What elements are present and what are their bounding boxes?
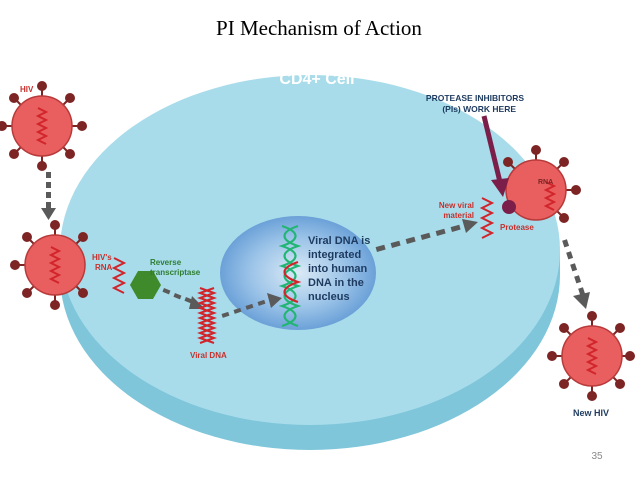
- viral-dna-label: Viral DNA: [190, 351, 227, 360]
- arrow-nucleus-to-material: [375, 219, 478, 252]
- svg-text:Viral DNA is: Viral DNA is: [308, 235, 370, 247]
- hiv-label: HIV: [20, 85, 34, 94]
- new-hiv-virus: [547, 311, 635, 401]
- svg-text:transcriptase: transcriptase: [150, 268, 201, 277]
- svg-text:integrated: integrated: [308, 249, 361, 261]
- hiv-rna-label: HIV's RNA: [92, 253, 113, 272]
- hiv-virus-top: [0, 81, 87, 171]
- reverse-transcriptase-label: Reverse transcriptase: [150, 258, 201, 277]
- hiv-virus-docking: [10, 220, 88, 310]
- rna-label: RNA: [538, 179, 553, 186]
- protease-enzyme: [502, 200, 516, 214]
- new-hiv-label: New HIV: [573, 408, 609, 418]
- cell-membrane-overlap: [506, 208, 540, 236]
- hiv-rna-strand: [111, 257, 127, 294]
- integrated-dna-helix: [278, 224, 302, 328]
- svg-text:RNA: RNA: [95, 263, 113, 272]
- reverse-transcriptase-enzyme: [130, 271, 161, 299]
- arrow-bud-to-new-hiv: [562, 239, 590, 309]
- protease-label: Protease: [500, 223, 534, 232]
- cell-label: CD4+ Cell: [279, 71, 354, 88]
- page-number: 35: [591, 451, 603, 462]
- viral-dna-strand: [197, 287, 217, 344]
- svg-text:New viral: New viral: [439, 201, 474, 210]
- svg-text:HIV's: HIV's: [92, 253, 112, 262]
- pi-callout-label: PROTEASE INHIBITORS (PIs) WORK HERE: [426, 93, 524, 114]
- svg-text:into human: into human: [308, 263, 368, 275]
- arrow-dna-to-nucleus: [221, 293, 282, 318]
- arrow-virus-to-cell: [41, 172, 56, 220]
- svg-text:Reverse: Reverse: [150, 258, 182, 267]
- nucleus: [220, 216, 376, 330]
- pi-arrow: [481, 115, 509, 197]
- new-viral-material-label: New viral material: [439, 201, 474, 220]
- nucleus-text: Viral DNA is integrated into human DNA i…: [308, 235, 370, 303]
- svg-text:(PIs) WORK HERE: (PIs) WORK HERE: [442, 104, 516, 114]
- svg-text:DNA in the: DNA in the: [308, 277, 364, 289]
- hiv-virus-budding: [503, 145, 581, 223]
- new-viral-rna-strand: [479, 197, 495, 239]
- svg-text:nucleus: nucleus: [308, 291, 350, 303]
- arrow-rt-to-dna: [162, 288, 205, 309]
- svg-text:PROTEASE INHIBITORS: PROTEASE INHIBITORS: [426, 93, 524, 103]
- slide-title: PI Mechanism of Action: [216, 16, 422, 40]
- svg-text:material: material: [443, 211, 474, 220]
